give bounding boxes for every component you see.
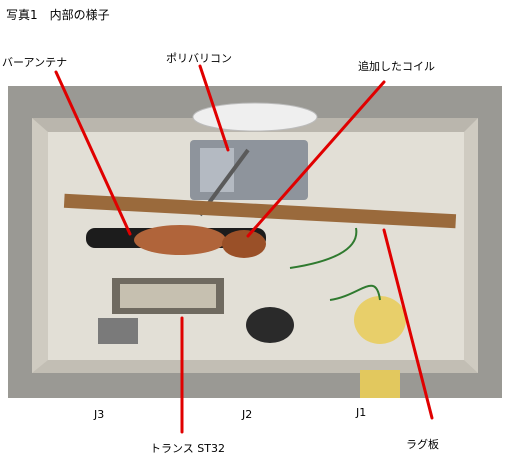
pointer-lug-board [382, 228, 434, 420]
green-wire [289, 227, 358, 269]
antenna-coil [134, 225, 226, 255]
label-transformer: トランス ST32 [150, 442, 225, 455]
jack-j1 [354, 296, 406, 344]
jack-j2 [246, 307, 294, 343]
label-added-coil: 追加したコイル [358, 60, 435, 73]
label-lug-board: ラグ板 [406, 438, 439, 451]
jack-j3 [98, 318, 138, 344]
transformer-shield [120, 284, 216, 308]
pointer-lines [54, 64, 434, 434]
pointer-added-coil [246, 80, 386, 238]
lug-strip [63, 193, 457, 229]
label-bar-antenna: バーアンテナ [2, 56, 68, 69]
label-j1: J1 [356, 406, 367, 419]
polyvaricon-face [200, 148, 234, 192]
pointer-bar-antenna [54, 70, 132, 236]
label-j3: J3 [94, 408, 105, 421]
label-j2: J2 [242, 408, 253, 421]
case-bottom-rim [32, 360, 478, 373]
figure-caption: 写真1 内部の様子 [6, 8, 110, 22]
green-wire-2 [329, 284, 381, 301]
label-polyvaricon: ポリバリコン [166, 52, 232, 65]
jack-j1-base [360, 370, 400, 398]
added-coil [222, 230, 266, 258]
varicon-knob [192, 102, 318, 132]
pointer-polyvaricon [198, 64, 230, 152]
